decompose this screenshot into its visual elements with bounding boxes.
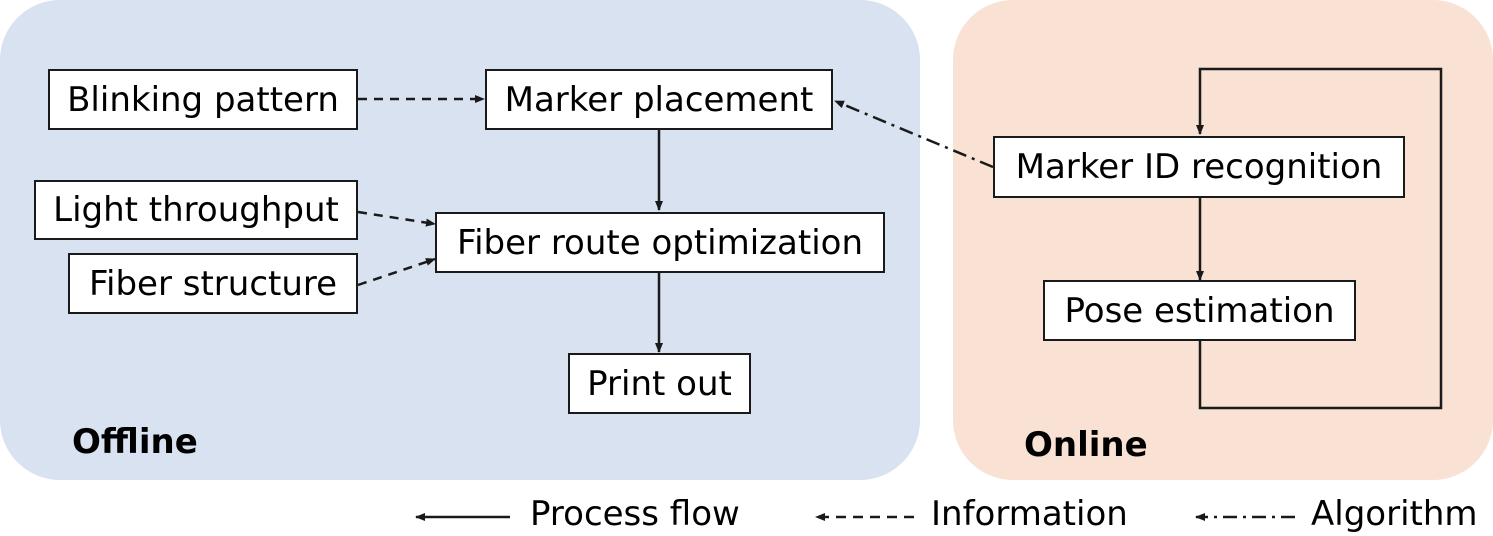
online-panel [953,0,1493,480]
node-light-throughput: Light throughput [34,180,358,240]
legend-algorithm: Algorithm [1311,494,1478,534]
online-label: Online [1024,425,1148,465]
node-marker-id-recognition: Marker ID recognition [993,136,1405,198]
legend-process-flow: Process flow [530,494,740,534]
node-blinking-pattern: Blinking pattern [48,69,358,130]
node-pose-estimation: Pose estimation [1043,280,1356,341]
legend-information: Information [931,494,1128,534]
node-print-out: Print out [568,353,751,414]
node-fiber-structure: Fiber structure [68,253,358,314]
offline-label: Offline [72,422,198,462]
node-marker-placement: Marker placement [485,69,833,130]
node-fiber-route-optimization: Fiber route optimization [435,212,885,273]
